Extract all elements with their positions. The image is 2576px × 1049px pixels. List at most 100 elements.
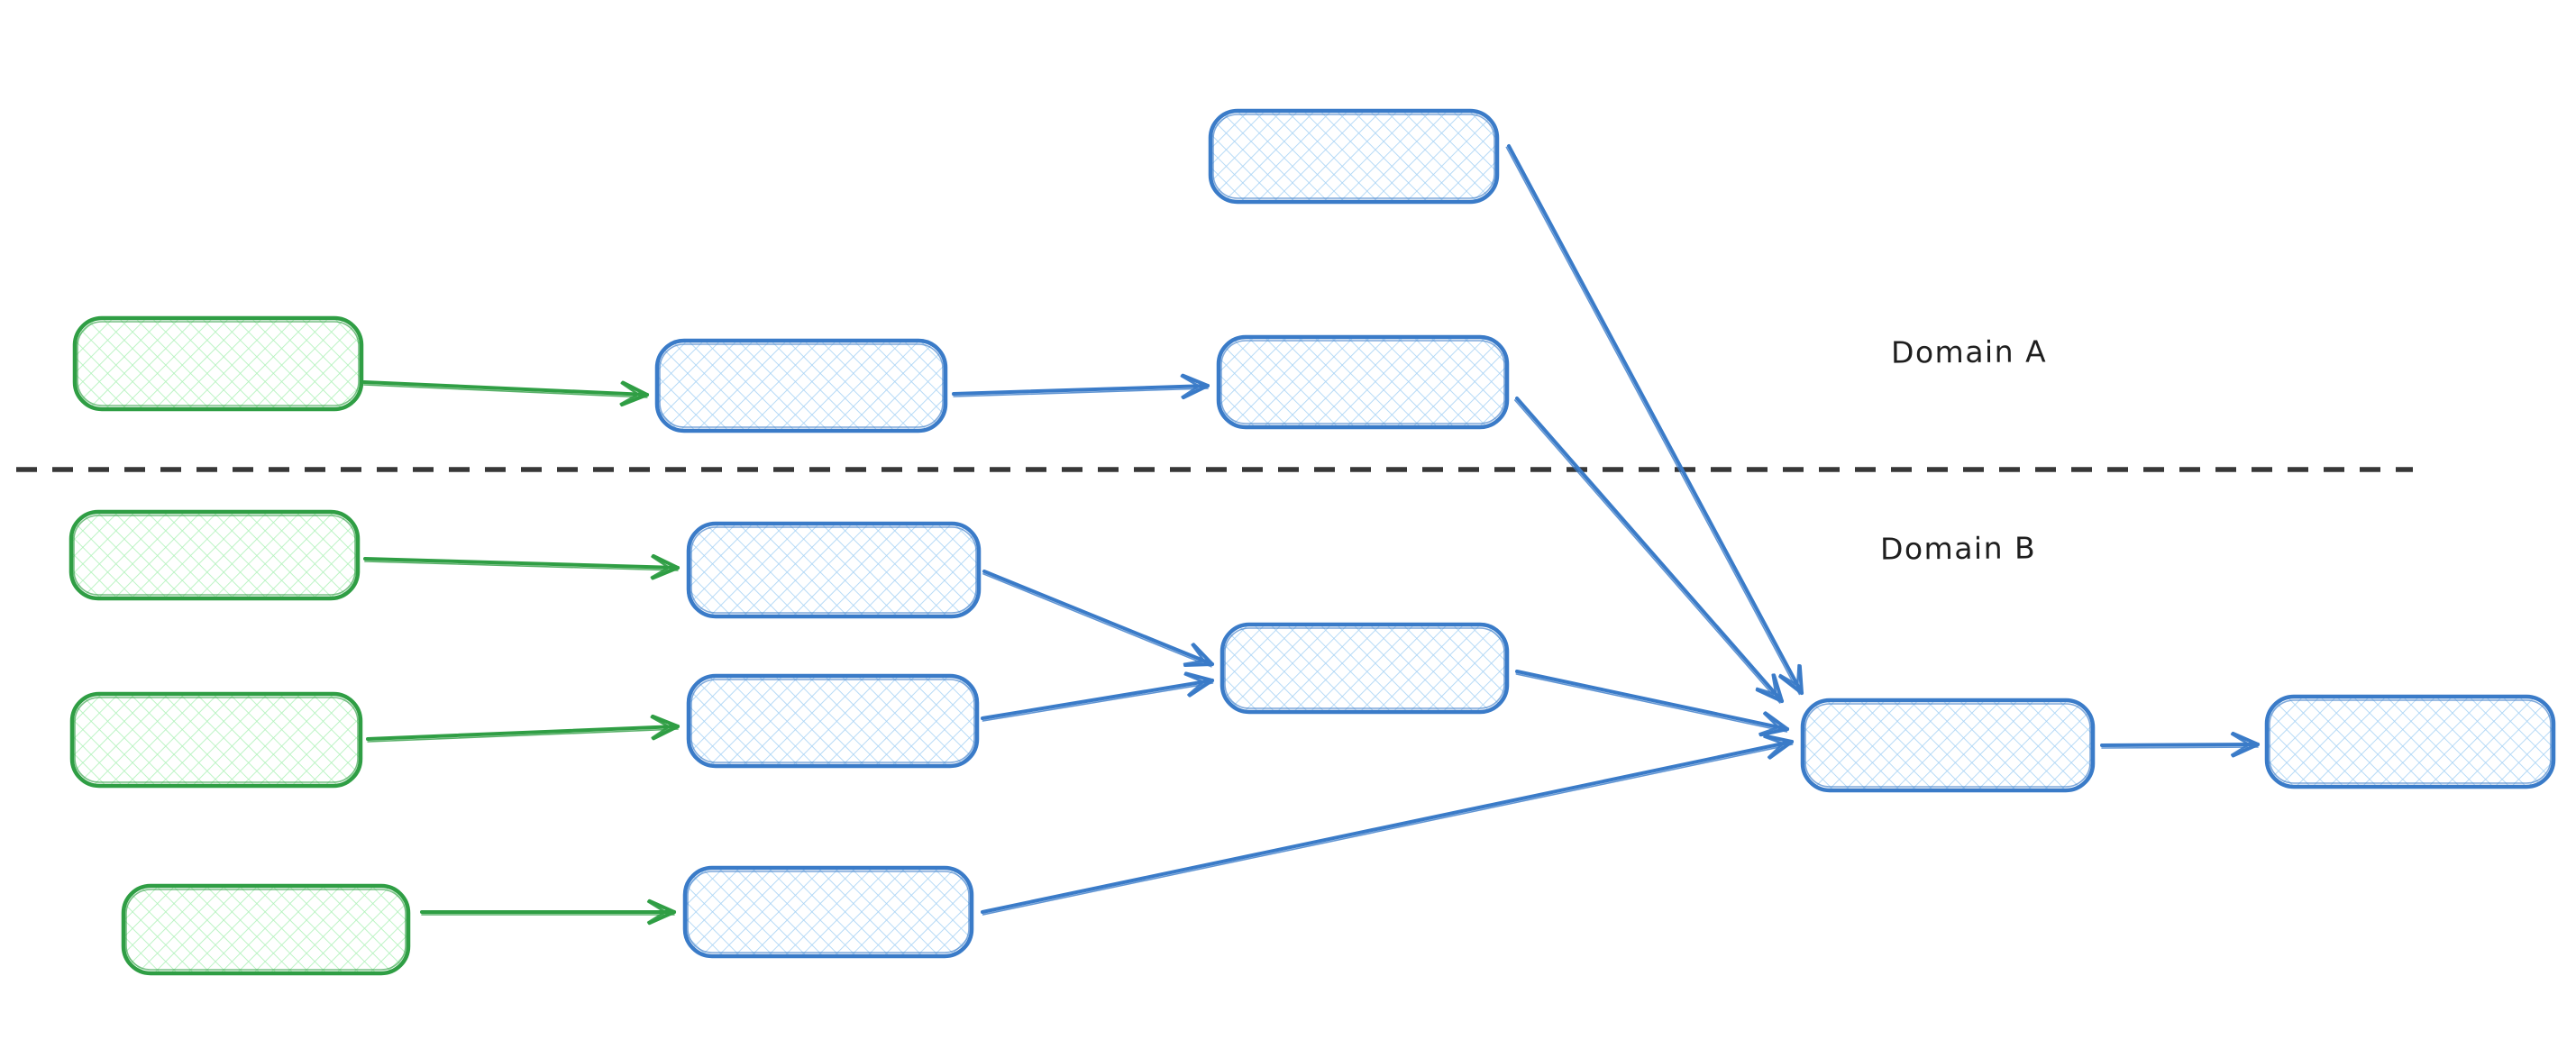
arrow-b-input-3-to-b-stage1-3[interactable] xyxy=(420,898,676,926)
arrowhead-stroke xyxy=(1183,673,1205,683)
arrow-global-merge-to-output[interactable] xyxy=(2100,731,2260,758)
node-b-stage1-2[interactable] xyxy=(686,673,980,769)
arrowhead-stroke xyxy=(1755,688,1784,703)
arrowhead-stroke xyxy=(1768,740,1794,760)
node-box-sketch-stroke xyxy=(1212,114,1495,199)
node-box-sketch-stroke xyxy=(690,679,975,763)
arrow-b-input-1-to-b-stage1-1[interactable] xyxy=(363,553,680,580)
node-box-sketch-stroke xyxy=(73,515,356,596)
arrow-shaft xyxy=(366,725,680,741)
arrowhead-stroke xyxy=(2231,743,2260,758)
node-box-a-stage2[interactable] xyxy=(1216,334,1510,430)
arrowhead-stroke xyxy=(2231,743,2251,756)
arrow-shaft-sketch-stroke xyxy=(364,561,679,571)
arrowhead-stroke xyxy=(1767,742,1785,759)
arrowhead-stroke xyxy=(646,900,667,914)
node-box-b-merge[interactable] xyxy=(1219,622,1510,715)
arrowhead-stroke xyxy=(1763,711,1789,731)
arrowhead-stroke xyxy=(621,380,649,397)
arrow-shaft xyxy=(363,557,680,570)
arrow-a-stage2-to-global-merge[interactable] xyxy=(1513,397,1784,704)
node-box-b-stage1-2[interactable] xyxy=(686,673,980,769)
node-box-b-stage1-3[interactable] xyxy=(682,865,974,959)
arrowhead-stroke xyxy=(1795,663,1800,687)
arrow-shaft xyxy=(1515,670,1789,731)
node-box-output[interactable] xyxy=(2264,694,2556,789)
node-box-b-input-2[interactable] xyxy=(69,691,363,789)
arrow-shaft xyxy=(982,570,1214,666)
arrowhead-stroke xyxy=(651,566,680,580)
arrow-shaft-sketch-stroke xyxy=(367,728,679,743)
node-box-sketch-stroke xyxy=(687,871,970,953)
node-global-merge[interactable] xyxy=(1800,698,2096,793)
node-output[interactable] xyxy=(2264,694,2556,789)
arrow-b-input-2-to-b-stage1-2[interactable] xyxy=(366,714,680,743)
node-box-sketch-stroke xyxy=(77,321,360,406)
arrowhead-stroke xyxy=(2230,733,2251,746)
arrow-shaft xyxy=(362,380,649,397)
node-box-sketch-stroke xyxy=(690,526,977,614)
node-box-a-stage1[interactable] xyxy=(654,338,948,433)
arrowhead-stroke xyxy=(1771,673,1777,696)
arrowhead-stroke xyxy=(651,714,680,728)
arrowhead-stroke xyxy=(651,555,671,570)
arrow-shaft-sketch-stroke xyxy=(982,743,1794,916)
arrowhead-stroke xyxy=(647,910,676,926)
arrowhead-stroke xyxy=(1778,673,1799,687)
arrow-shaft xyxy=(981,740,1794,914)
arrowhead-stroke xyxy=(650,716,671,728)
arrowhead-stroke xyxy=(620,393,649,407)
domain-b-label[interactable]: Domain B xyxy=(1879,530,2037,567)
arrow-shaft xyxy=(952,384,1210,396)
node-b-merge[interactable] xyxy=(1219,622,1510,715)
node-b-stage1-1[interactable] xyxy=(686,521,982,619)
arrow-a-input-to-a-stage1[interactable] xyxy=(362,380,649,407)
arrowhead-stroke xyxy=(650,566,671,579)
arrowhead-stroke xyxy=(1191,643,1206,662)
node-box-a-float[interactable] xyxy=(1208,108,1500,205)
node-box-a-input[interactable] xyxy=(72,315,364,412)
node-box-sketch-stroke xyxy=(1224,627,1505,709)
arrow-shaft-sketch-stroke xyxy=(982,682,1214,722)
arrowhead-stroke xyxy=(647,898,676,914)
arrow-shaft-sketch-stroke xyxy=(982,572,1212,668)
arrowhead-stroke xyxy=(1183,671,1214,682)
arrow-shaft-sketch-stroke xyxy=(1515,673,1788,733)
arrowhead-stroke xyxy=(1762,712,1780,729)
node-box-sketch-stroke xyxy=(659,343,944,428)
node-b-input-3[interactable] xyxy=(121,883,411,976)
arrowhead-stroke xyxy=(619,393,640,406)
node-b-input-1[interactable] xyxy=(69,509,361,601)
node-b-input-2[interactable] xyxy=(69,691,363,789)
node-a-stage1[interactable] xyxy=(654,338,948,433)
arrow-b-merge-to-global-merge[interactable] xyxy=(1515,670,1789,737)
node-box-global-merge[interactable] xyxy=(1800,698,2096,793)
node-box-b-input-1[interactable] xyxy=(69,509,361,601)
node-box-b-input-3[interactable] xyxy=(121,883,411,976)
arrowhead-stroke xyxy=(651,553,680,570)
node-a-input[interactable] xyxy=(72,315,364,412)
arrowhead-stroke xyxy=(1181,385,1201,398)
arrow-b-stage1-1-to-b-merge[interactable] xyxy=(982,570,1214,668)
arrow-a-stage1-to-a-stage2[interactable] xyxy=(952,373,1210,400)
node-a-stage2[interactable] xyxy=(1216,334,1510,430)
arrowhead-stroke xyxy=(1183,659,1206,666)
domain-a-label[interactable]: Domain A xyxy=(1890,333,2048,370)
node-box-b-stage1-1[interactable] xyxy=(686,521,982,619)
arrowhead-stroke xyxy=(1763,735,1785,745)
arrow-shaft-sketch-stroke xyxy=(953,388,1209,397)
arrow-shaft-sketch-stroke xyxy=(1505,146,1801,696)
arrow-b-stage1-3-to-global-merge[interactable] xyxy=(981,734,1794,916)
arrow-b-stage1-2-to-b-merge[interactable] xyxy=(981,671,1214,722)
arrowhead-stroke xyxy=(1758,727,1789,737)
node-b-stage1-3[interactable] xyxy=(682,865,974,959)
node-box-sketch-stroke xyxy=(2269,699,2552,784)
arrowhead-stroke xyxy=(1187,679,1214,698)
node-a-float[interactable] xyxy=(1208,108,1500,205)
arrow-a-float-to-global-merge[interactable] xyxy=(1505,144,1804,696)
node-box-sketch-stroke xyxy=(74,697,359,783)
arrowhead-stroke xyxy=(646,910,667,924)
arrow-shaft xyxy=(1507,144,1804,695)
